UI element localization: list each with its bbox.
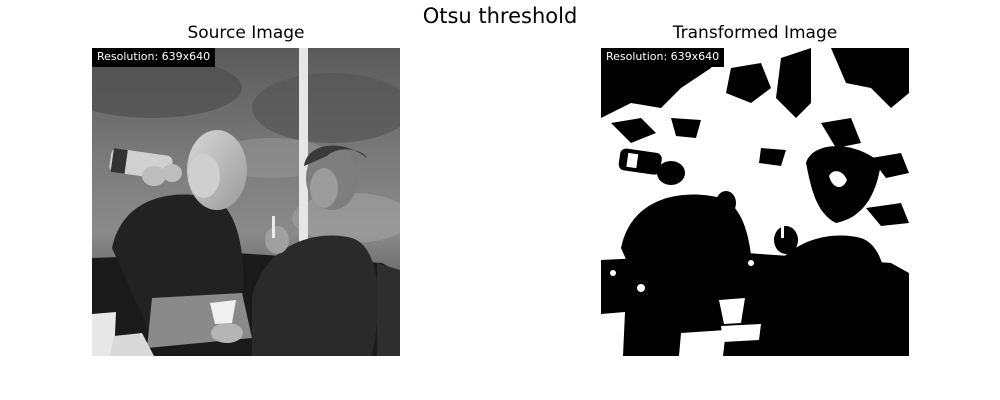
thresholded-photo-illustration [601, 48, 909, 356]
transformed-image: Resolution: 639x640 [601, 48, 909, 356]
transformed-resolution-label: Resolution: 639x640 [601, 48, 725, 67]
source-image: Resolution: 639x640 [92, 48, 400, 356]
source-photo-illustration [92, 48, 400, 356]
transformed-image-title: Transformed Image [672, 23, 838, 43]
source-resolution-label: Resolution: 639x640 [92, 48, 216, 67]
source-image-title: Source Image [187, 23, 305, 43]
figure-suptitle: Otsu threshold [422, 4, 578, 28]
